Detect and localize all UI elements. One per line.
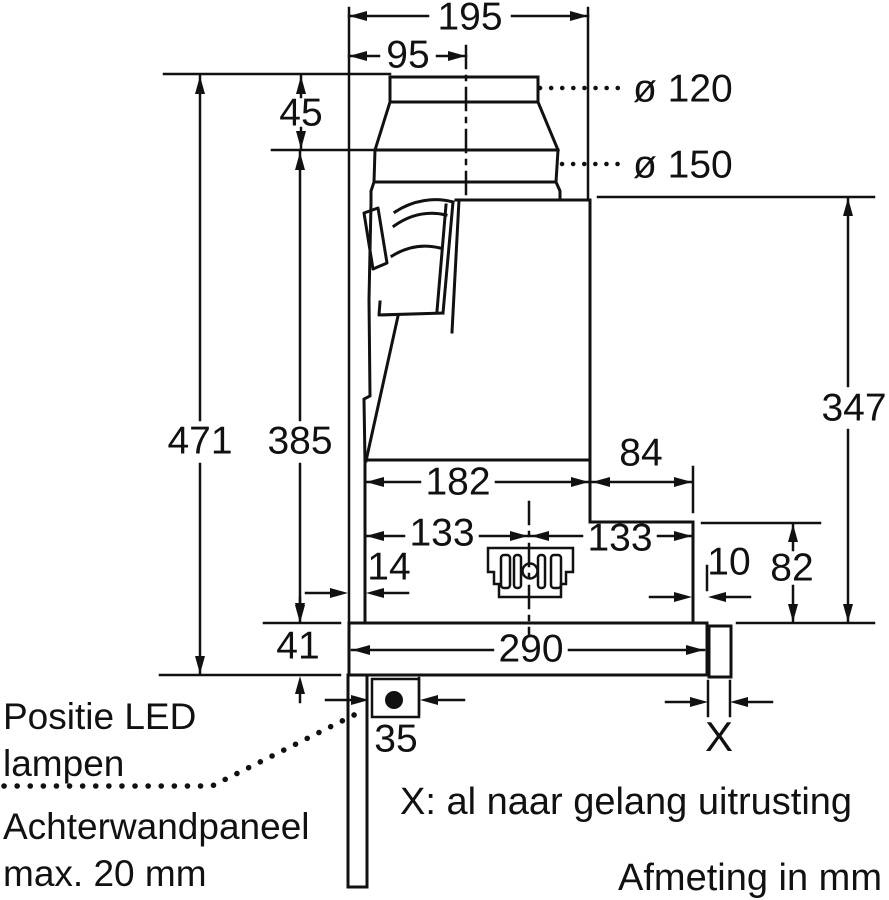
hood-body: [362, 198, 695, 625]
leader-lines: [1, 85, 631, 789]
dimension-lines: [195, 11, 853, 707]
dim-dia150-label: ø 150: [633, 143, 733, 187]
dim-82-label: 82: [770, 546, 814, 590]
dim-45-label: 45: [279, 91, 323, 135]
note-led-position: Positie LED lampen: [3, 696, 197, 784]
centerlines: [464, 44, 531, 636]
dim-133-right-label: 133: [587, 516, 653, 560]
dim-195-label: 195: [437, 0, 503, 39]
dim-182-label: 182: [425, 460, 491, 504]
duct-outlet: [369, 75, 562, 205]
dim-84-label: 84: [619, 431, 663, 475]
note-units: Afmeting in mm: [618, 857, 882, 899]
visor-bar: [347, 621, 733, 679]
dim-95-label: 95: [386, 33, 430, 77]
extension-lines: [158, 6, 876, 718]
led-dot: [385, 691, 403, 709]
dim-290-label: 290: [498, 627, 564, 671]
dim-347-label: 347: [821, 386, 887, 430]
dim-133-left-label: 133: [409, 511, 475, 555]
dim-dia120-label: ø 120: [633, 67, 733, 111]
dim-41-label: 41: [276, 624, 320, 668]
dim-10-label: 10: [707, 540, 751, 584]
terminal-block: [486, 546, 575, 599]
dim-385-label: 385: [267, 419, 333, 463]
back-panel-strip: [346, 673, 369, 889]
led-marker: [370, 677, 421, 719]
dim-35-label: 35: [374, 717, 418, 761]
fan-scroll: [362, 198, 455, 317]
dim-14-label: 14: [367, 545, 411, 589]
note-x-meaning: X: al naar gelang uitrusting: [400, 781, 853, 823]
note-back-panel: Achterwandpaneel max. 20 mm: [3, 806, 310, 894]
dim-471-label: 471: [167, 419, 233, 463]
dim-x-label: X: [704, 713, 734, 760]
